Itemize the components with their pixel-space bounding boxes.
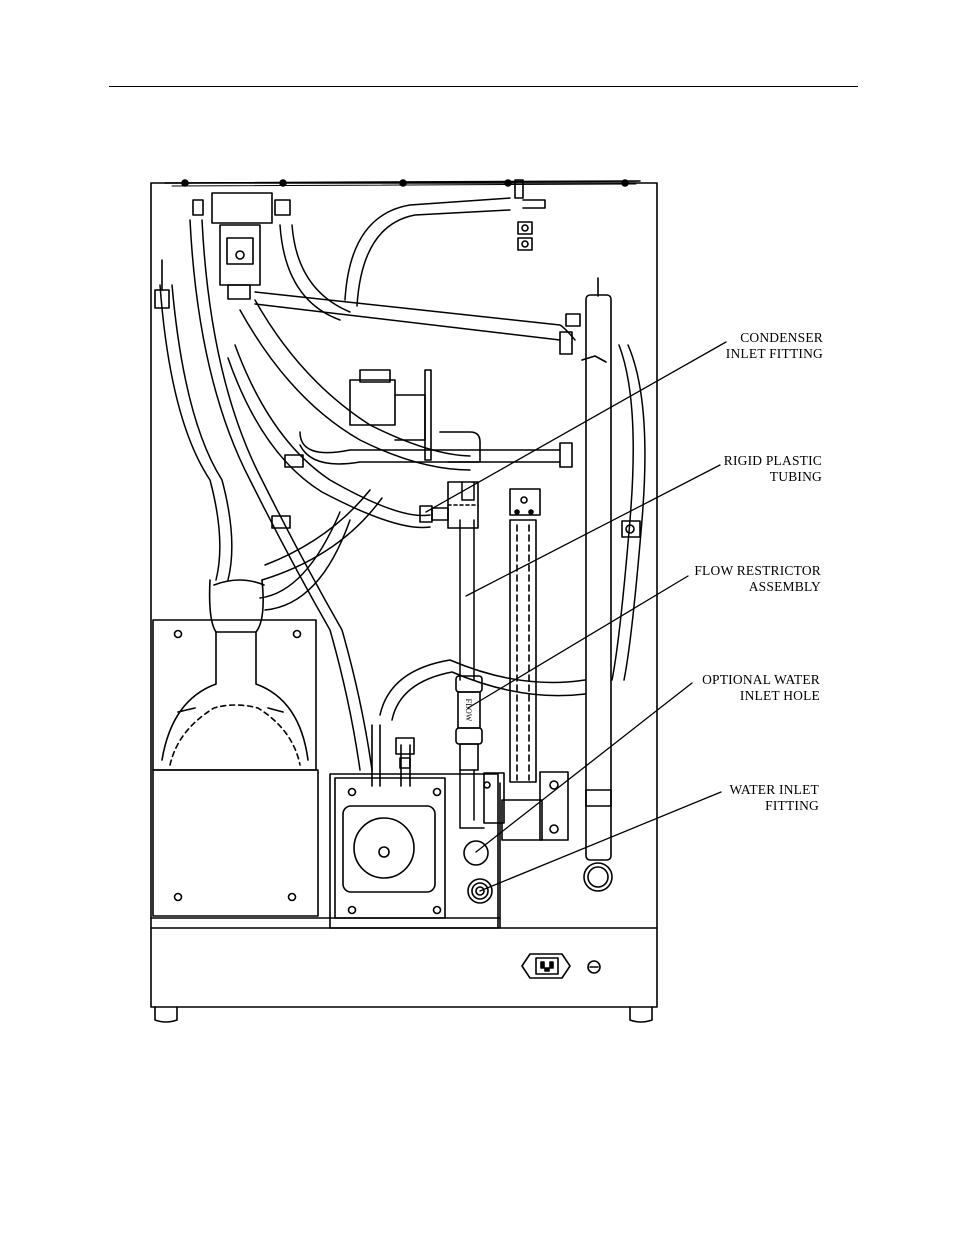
leader-condenser-inlet-fitting [425, 341, 727, 513]
leader-water-inlet-fitting [479, 791, 722, 892]
callout-line: WATER INLET [729, 782, 819, 797]
flow-restrictor: FLOW [455, 675, 483, 771]
pump-assembly [329, 724, 499, 929]
inlet-panel [463, 771, 569, 929]
hose-clamps [154, 179, 641, 538]
leader-optional-water-inlet-hole [475, 682, 693, 853]
callout-optional-water-inlet-hole: OPTIONAL WATER INLET HOLE [702, 672, 820, 704]
power-inlet [521, 953, 601, 979]
header-rule [109, 86, 858, 87]
callout-flow-restrictor-assembly: FLOW RESTRICTOR ASSEMBLY [694, 563, 821, 595]
callout-line: INLET HOLE [739, 688, 820, 703]
callout-water-inlet-fitting: WATER INLET FITTING [729, 782, 819, 814]
callout-line: CONDENSER [740, 330, 823, 345]
leader-rigid-plastic-tubing [465, 464, 721, 597]
leader-flow-restrictor [467, 575, 689, 709]
hoses [159, 197, 646, 829]
leader-lines [425, 341, 727, 892]
reservoir-assembly [152, 579, 319, 917]
callout-line: FLOW RESTRICTOR [694, 563, 821, 578]
callout-line: INLET FITTING [725, 346, 823, 361]
callout-line: OPTIONAL WATER [702, 672, 820, 687]
callout-rigid-plastic-tubing: RIGID PLASTIC TUBING [724, 453, 822, 485]
callout-line: RIGID PLASTIC [723, 453, 822, 468]
callout-condenser-inlet-fitting: CONDENSER INLET FITTING [726, 330, 823, 362]
callout-line: ASSEMBLY [748, 579, 821, 594]
callout-line: TUBING [769, 469, 822, 484]
restrictor-marking: FLOW [464, 699, 473, 722]
cabinet [150, 179, 658, 1023]
callout-line: FITTING [765, 798, 819, 813]
condenser-tee [419, 481, 479, 529]
solenoid-valves [192, 192, 481, 463]
sight-tubes [509, 277, 613, 892]
